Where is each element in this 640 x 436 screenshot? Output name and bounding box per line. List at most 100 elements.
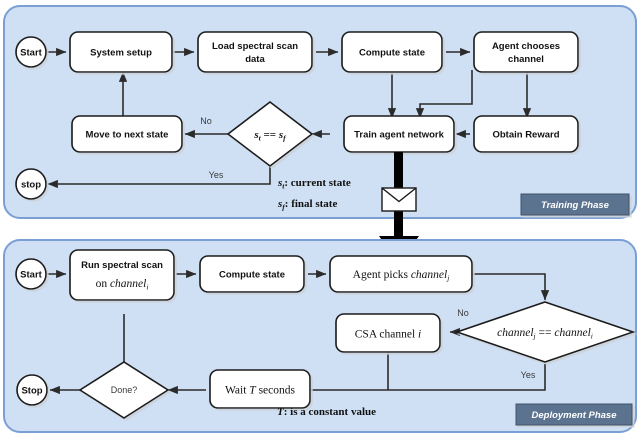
training-stop-node: stop [15,168,47,200]
node-train-agent-network: Train agent network [343,115,455,153]
deployment-start-node: Start [15,258,47,290]
csa-var: i [418,329,421,341]
deployment-badge-label: Deployment Phase [532,410,618,421]
envelope-icon [381,187,417,212]
deployment-phase-badge: Deployment Phase [515,403,633,426]
load-data-label-line2: data [245,54,265,65]
state-decision-label: st == sf [253,129,287,143]
node-decision-done: Done? [78,361,170,419]
csa-channel-label: CSA channel i [355,329,421,341]
start-label: Start [20,48,42,59]
run-scan-label-line2: on channeli [96,278,149,292]
node-wait-seconds: Wait T seconds [209,369,311,409]
legend-final-state: sf: final state [277,198,337,212]
training-start-node: Start [15,36,47,68]
legend-sf-sub: f [282,203,286,212]
run-scan-sub: i [146,283,148,292]
move-next-state-label: Move to next state [86,130,169,141]
train-agent-label: Train agent network [354,130,444,141]
channel-decision-sub2: i [591,332,593,341]
legend-constant-value: T: is a constant value [277,406,376,418]
node-load-spectral-scan-data: Load spectral scan data [197,31,313,73]
system-setup-label: System setup [90,48,152,59]
node-system-setup: System setup [69,31,173,73]
node-decision-state-equal: st == sf [226,100,314,168]
csa-pre: CSA channel [355,329,418,341]
stop-circle [15,168,47,200]
compute-state-label: Compute state [359,48,425,59]
node-agent-picks-channel: Agent picks channelj [329,255,473,293]
training-phase-panel: Start System setup Load spectral scan da… [3,5,637,219]
node-move-to-next-state: Move to next state [71,115,183,153]
legend-sf-text: final state [291,198,337,210]
state-decision-sub1: t [259,134,262,143]
legend-sf-sep: : [285,198,289,210]
legend-current-state: st: current state [277,177,351,191]
deployment-phase-panel: Start Run spectral scan on channeli Comp… [3,239,637,433]
training-phase-badge: Training Phase [520,193,630,216]
run-scan-box [69,249,175,301]
obtain-reward-box [473,115,579,153]
wait-seconds-label: Wait T seconds [225,385,296,397]
channel-decision-op: == [539,327,552,339]
load-data-label-line1: Load spectral scan [212,41,298,52]
deployment-start-circle [15,258,47,290]
agent-chooses-label-line2: channel [508,54,544,65]
agent-picks-sub: j [446,274,449,283]
state-decision-var1: s [253,129,258,141]
node-agent-chooses-channel: Agent chooses channel [473,31,579,73]
legend-st-sep: : [284,177,288,189]
load-data-box [197,31,313,73]
wait-var: T [249,385,257,397]
node-compute-state-deployment: Compute state [199,255,305,293]
edge-decision-yes-to-wait [295,364,546,395]
edge-agent-to-train-elbow [415,70,473,119]
deployment-badge-box [515,403,633,426]
node-csa-channel: CSA channel i [335,313,441,353]
training-edges [46,47,532,189]
deployment-stop-node: Stop [16,374,48,406]
compute-state-box [341,31,443,73]
wait-seconds-box [209,369,311,409]
legend-sf-var: s [277,198,282,210]
state-decision-diamond [226,100,314,168]
channel-decision-diamond [454,301,636,363]
node-decision-channel-equal: channelj == channeli [454,301,636,363]
deployment-stop-circle [16,374,48,406]
deployment-stop-label: Stop [21,386,42,397]
agent-picks-var: channel [411,269,447,281]
done-decision-label: Done? [111,385,138,395]
training-edge-label-no: No [200,116,212,126]
agent-picks-box [329,255,473,293]
edge-decision-yes-to-stop [47,160,271,189]
state-decision-sub2: f [283,134,287,143]
run-scan-var: channel [110,278,146,290]
start-circle [15,36,47,68]
deployment-edge-label-no: No [457,308,469,318]
legend-t-text: is a constant value [290,406,376,418]
legend-t-var: T [277,406,285,418]
legend-t-sep: : [284,406,288,418]
state-decision-var2: s [278,129,283,141]
deployment-edge-label-yes: Yes [521,370,536,380]
deployment-start-label: Start [20,270,42,281]
edge-picks-to-decision [470,273,550,301]
wait-post: seconds [256,385,296,397]
obtain-reward-label: Obtain Reward [492,130,559,141]
legend-st-var: s [277,177,282,189]
csa-channel-box [335,313,441,353]
channel-decision-sub1: j [533,332,536,341]
agent-chooses-box [473,31,579,73]
training-badge-box [520,193,630,216]
agent-picks-label: Agent picks channelj [353,269,450,283]
done-decision-diamond [78,361,170,419]
agent-chooses-label-line1: Agent chooses [492,41,560,52]
legend-st-sub: t [282,182,285,191]
node-run-spectral-scan: Run spectral scan on channeli [69,249,175,301]
node-compute-state-training: Compute state [341,31,443,73]
training-badge-label: Training Phase [541,200,610,211]
run-scan-label-line1: Run spectral scan [81,260,163,271]
system-setup-box [69,31,173,73]
state-decision-op: == [264,129,277,141]
